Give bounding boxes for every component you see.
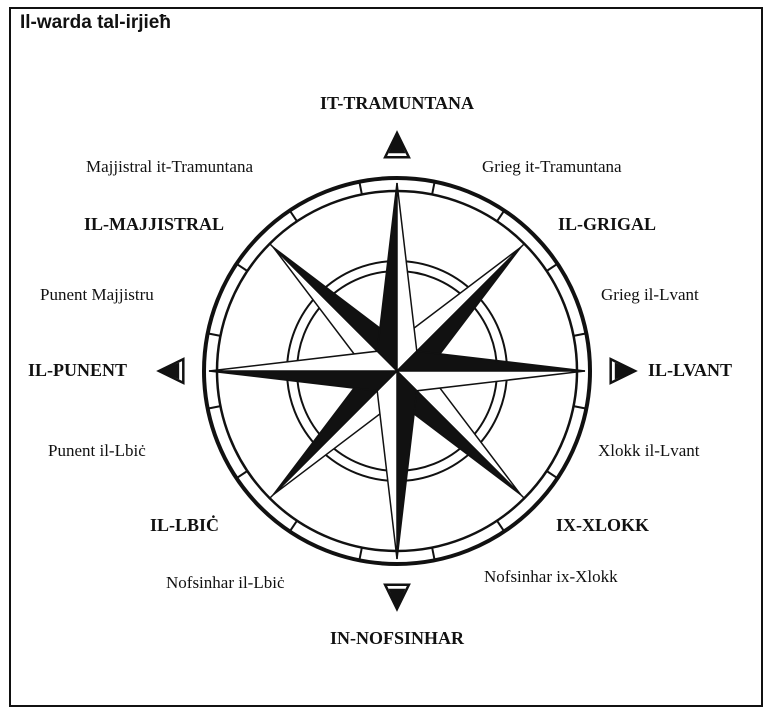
figure-title: Il-warda tal-irjieħ bbox=[20, 12, 171, 33]
label-south: IN-NOFSINHAR bbox=[330, 628, 465, 648]
ring-tick bbox=[573, 405, 587, 410]
label-east: IL-LVANT bbox=[648, 360, 732, 380]
label-north-northeast: Grieg it-Tramuntana bbox=[482, 157, 622, 176]
star-point-main-light bbox=[396, 182, 418, 373]
ring-tick bbox=[207, 332, 221, 337]
ring-ticks bbox=[207, 181, 587, 561]
label-east-northeast: Grieg il-Lvant bbox=[601, 285, 699, 304]
label-east-southeast: Xlokk il-Lvant bbox=[598, 441, 700, 460]
direction-arrow-tip bbox=[388, 588, 406, 609]
label-west-southwest: Punent il-Lbiċ bbox=[48, 441, 146, 460]
label-northwest: IL-MAJJISTRAL bbox=[84, 214, 224, 234]
direction-arrow-tip bbox=[159, 362, 180, 380]
ring-tick bbox=[431, 181, 436, 195]
compass-rose-diagram: IT-TRAMUNTANA IL-GRIGAL IL-LVANT IX-XLOK… bbox=[28, 93, 732, 648]
label-north: IT-TRAMUNTANA bbox=[320, 93, 474, 113]
ring-tick bbox=[358, 547, 363, 561]
outer-ring bbox=[202, 176, 592, 566]
label-west-northwest: Punent Majjistru bbox=[40, 285, 154, 304]
ring-tick bbox=[358, 181, 363, 195]
label-northeast: IL-GRIGAL bbox=[558, 214, 656, 234]
label-southeast: IX-XLOKK bbox=[556, 515, 649, 535]
ring-tick bbox=[496, 520, 506, 533]
label-south-southeast: Nofsinhar ix-Xlokk bbox=[484, 567, 618, 586]
star-point-main-dark bbox=[395, 350, 586, 372]
label-north-northwest: Majjistral it-Tramuntana bbox=[86, 157, 253, 176]
ring-tick bbox=[235, 262, 248, 272]
star-point-main-light bbox=[208, 350, 399, 372]
star-point-main-dark bbox=[396, 369, 418, 560]
star-point-main-dark bbox=[208, 370, 399, 392]
direction-arrow-tip bbox=[614, 362, 635, 380]
star-point-main-dark bbox=[376, 182, 398, 373]
ring-tick bbox=[496, 209, 506, 222]
label-south-southwest: Nofsinhar il-Lbiċ bbox=[166, 573, 285, 592]
ring-tick bbox=[573, 332, 587, 337]
label-west: IL-PUNENT bbox=[28, 360, 127, 380]
star-point-main-light bbox=[395, 370, 586, 392]
ring-tick bbox=[207, 405, 221, 410]
label-southwest: IL-LBIĊ bbox=[150, 514, 219, 535]
ring-tick bbox=[288, 520, 298, 533]
direction-arrows bbox=[156, 130, 638, 612]
direction-arrow-tip bbox=[388, 133, 406, 154]
ring-tick bbox=[546, 262, 559, 272]
star-point-main-light bbox=[376, 369, 398, 560]
compass-star bbox=[208, 182, 586, 560]
ring-tick bbox=[546, 470, 559, 480]
ring-tick bbox=[235, 470, 248, 480]
ring-tick bbox=[288, 209, 298, 222]
ring-tick bbox=[431, 547, 436, 561]
